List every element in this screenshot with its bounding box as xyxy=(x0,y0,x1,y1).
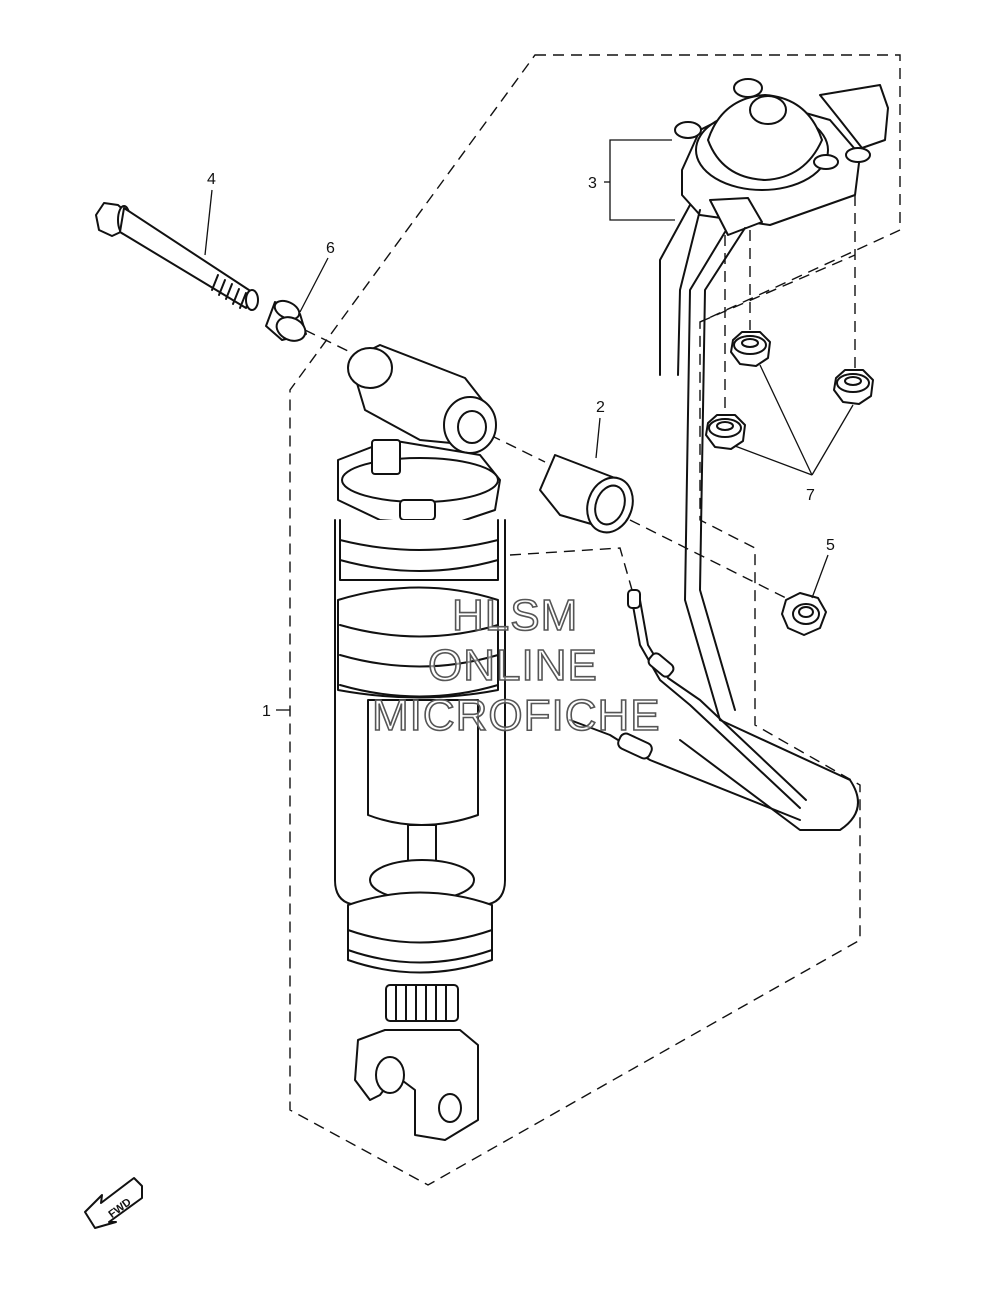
callout-2: 2 xyxy=(596,399,605,416)
bolt-part-4 xyxy=(95,202,259,311)
install-line-nut xyxy=(629,519,791,601)
assembly-boundary xyxy=(289,54,901,1186)
callout-3: 3 xyxy=(588,175,597,192)
nut-part-7-b xyxy=(833,369,874,405)
damping-cable xyxy=(569,589,807,821)
leader-lines xyxy=(204,139,854,711)
nut-part-7-c xyxy=(705,414,746,450)
watermark-line-2: ONLINE xyxy=(428,641,598,690)
watermark-line-1: HLSM xyxy=(452,591,578,640)
callout-1: 1 xyxy=(262,703,271,720)
collar-part-2 xyxy=(539,454,634,534)
callout-7: 7 xyxy=(806,487,815,504)
callout-4: 4 xyxy=(207,171,216,188)
install-line-collar xyxy=(489,434,546,463)
nut-group-boundary xyxy=(699,254,856,323)
watermark-line-3: MICROFICHE xyxy=(372,691,661,740)
rear-shock-part-1 xyxy=(334,344,506,1141)
adjuster-hose xyxy=(659,204,859,831)
install-line-bolt xyxy=(304,329,351,353)
nut-part-5 xyxy=(781,592,827,636)
forward-arrow-icon: FWD xyxy=(84,1177,143,1229)
callout-6: 6 xyxy=(326,240,335,257)
collar-part-6 xyxy=(265,299,307,342)
install-line-cable xyxy=(509,547,633,591)
nut-part-7-a xyxy=(730,331,771,367)
callout-5: 5 xyxy=(826,537,835,554)
adjuster-part-3 xyxy=(674,78,889,236)
